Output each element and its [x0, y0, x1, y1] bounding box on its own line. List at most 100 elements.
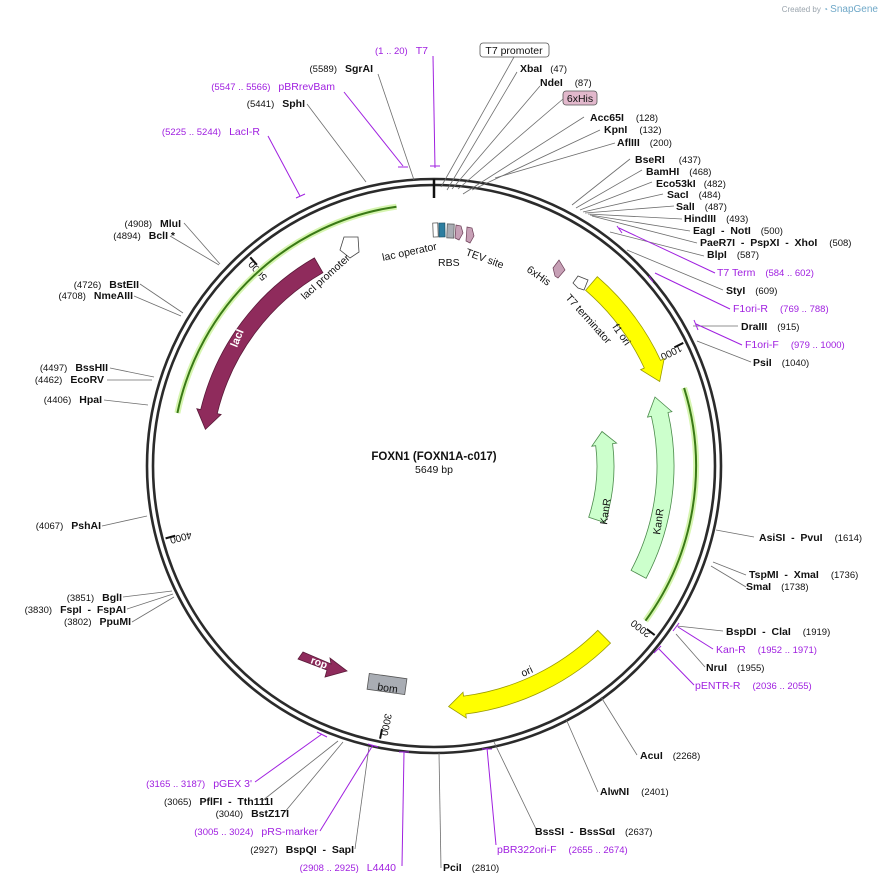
- site-tspmi-xmai[interactable]: TspMI - XmaI(1736): [749, 569, 858, 581]
- site-bspdi-clai[interactable]: BspDI - ClaI(1919): [726, 626, 830, 638]
- label-rop: rop: [309, 655, 329, 672]
- feature-rbs[interactable]: [438, 222, 446, 238]
- feature-f1ori-arc[interactable]: [585, 276, 665, 383]
- site-ndei[interactable]: NdeI(87): [540, 77, 592, 89]
- site-bstz17i[interactable]: (3040)BstZ17I: [216, 808, 289, 820]
- his6-box[interactable]: 6xHis: [562, 90, 598, 106]
- feature-lacI-arc[interactable]: [196, 257, 324, 430]
- primer-l4440[interactable]: (2908 .. 2925)L4440: [300, 862, 397, 874]
- site-afliii[interactable]: AflIII(200): [617, 137, 672, 149]
- feature-lacI-promoter-arrow[interactable]: [339, 236, 360, 259]
- plasmid-size: 5649 bp: [415, 464, 453, 476]
- site-sphi[interactable]: (5441)SphI: [247, 98, 305, 110]
- site-bcli[interactable]: (4894)BclI *: [113, 230, 176, 242]
- site-fspi-fspai[interactable]: (3830)FspI - FspAI: [25, 604, 126, 616]
- ring-tick-4000: [165, 534, 176, 540]
- restriction-sites: XbaI(47) NdeI(87) Acc65I(128) KpnI(132) …: [25, 63, 862, 874]
- ring-tick-label-3000: 3000: [378, 713, 393, 737]
- feature-small-top: [297, 222, 589, 696]
- site-bspqi-sapi[interactable]: (2927)BspQI - SapI: [250, 844, 354, 856]
- site-asisi-pvui[interactable]: AsiSI - PvuI(1614): [759, 532, 862, 544]
- site-alwni[interactable]: AlwNI(2401): [600, 786, 669, 798]
- site-acui[interactable]: AcuI(2268): [640, 750, 700, 762]
- site-ppumi[interactable]: (3802)PpuMI: [64, 616, 131, 628]
- site-pshai[interactable]: (4067)PshAI: [36, 520, 101, 532]
- site-saci[interactable]: SacI(484): [667, 189, 721, 201]
- site-paer7i-pspxi-xhoi[interactable]: PaeR7I - PspXI - XhoI(508): [700, 237, 851, 249]
- primer-f1ori-f[interactable]: F1ori-F(979 .. 1000): [745, 339, 845, 351]
- site-draiii[interactable]: DraIII(915): [741, 321, 799, 333]
- site-hindiii[interactable]: HindIII(493): [684, 213, 748, 225]
- site-kpni[interactable]: KpnI(132): [604, 124, 662, 136]
- primer-pbr322ori-f[interactable]: pBR322ori-F(2655 .. 2674): [497, 844, 628, 856]
- label-ori: ori: [519, 664, 535, 680]
- label-bom: bom: [377, 681, 399, 696]
- ring-tick-3000: [379, 728, 383, 739]
- primer-pentr-r[interactable]: pENTR-R(2036 .. 2055): [695, 680, 812, 692]
- site-ecorv[interactable]: (4462)EcoRV: [35, 374, 104, 386]
- site-psii[interactable]: PsiI(1040): [753, 357, 809, 369]
- feature-rop-arrow[interactable]: [297, 651, 348, 678]
- feature-t7-terminator-arrow[interactable]: [572, 275, 589, 291]
- site-bseri[interactable]: BseRI(437): [635, 154, 701, 166]
- primer-f1ori-r[interactable]: F1ori-R(769 .. 788): [733, 303, 829, 315]
- credit-prefix: Created by: [781, 5, 821, 14]
- site-smai[interactable]: SmaI(1738): [746, 581, 809, 593]
- site-eagi-noti[interactable]: EagI - NotI(500): [693, 225, 783, 237]
- site-bsshii[interactable]: (4497)BssHII: [40, 362, 108, 374]
- label-kanr-outer: KanR: [651, 507, 667, 535]
- site-nmeaiii[interactable]: (4708)NmeAIII: [58, 290, 133, 302]
- site-xbai[interactable]: XbaI(47): [520, 63, 567, 75]
- snapgene-credit: Created by ◔ SnapGene: [782, 4, 878, 15]
- label-kanr-inner: KanR: [598, 497, 614, 525]
- feature-his-block[interactable]: [446, 223, 455, 239]
- site-blpi[interactable]: BlpI(587): [707, 249, 759, 261]
- site-styi[interactable]: StyI(609): [726, 285, 777, 297]
- site-pcii[interactable]: PciI(2810): [443, 862, 499, 874]
- credit-brand: SnapGene: [830, 4, 878, 15]
- label-tev: TEV site: [464, 247, 506, 272]
- site-pflfi-tth111i[interactable]: (3065)PflFI - Tth111I: [164, 796, 273, 808]
- feature-kanr-inner-arc[interactable]: [588, 430, 618, 524]
- primer-leaders: [254, 55, 743, 867]
- site-bsssi[interactable]: BssSI - BssSαI(2637): [535, 826, 652, 838]
- t7-promoter-label: T7 promoter: [485, 45, 543, 57]
- feature-bom[interactable]: [366, 672, 408, 696]
- feature-tev-site[interactable]: [465, 226, 475, 244]
- site-sgrai[interactable]: (5589)SgrAI: [310, 63, 374, 75]
- plasmid-name: FOXN1 (FOXN1A-c017): [371, 451, 496, 463]
- primer-pgex3[interactable]: (3165 .. 3187)pGEX 3': [146, 778, 252, 790]
- feature-his6-arrow[interactable]: [552, 259, 566, 279]
- label-6xhis: 6xHis: [524, 264, 552, 289]
- feature-lacI-promoter-arc[interactable]: [174, 203, 397, 414]
- primer-kan-r[interactable]: Kan-R(1952 .. 1971): [716, 644, 817, 656]
- snapgene-logo-icon: ◔: [823, 5, 828, 14]
- ring-tick-2000: [646, 628, 656, 636]
- feature-ori-arc[interactable]: [447, 629, 612, 719]
- site-eco53ki[interactable]: Eco53kI(482): [656, 178, 726, 190]
- site-nrui[interactable]: NruI(1955): [706, 662, 764, 674]
- site-acc65i[interactable]: Acc65I(128): [590, 112, 658, 124]
- primer-prs-marker[interactable]: (3005 .. 3024)pRS-marker: [194, 826, 318, 838]
- primer-t7-term[interactable]: T7 Term(584 .. 602): [717, 267, 814, 279]
- primer-labels: (1 .. 20)T7 (5547 .. 5566)pBRrevBam (522…: [146, 45, 845, 874]
- label-rbs: RBS: [438, 257, 460, 269]
- primer-laci-r[interactable]: (5225 .. 5244)LacI-R: [162, 126, 260, 138]
- site-bgli[interactable]: (3851)BglI: [67, 592, 122, 604]
- his6-box-label: 6xHis: [567, 93, 593, 105]
- feature-lac-operator[interactable]: [432, 222, 439, 238]
- feature-tev-arrow[interactable]: [454, 224, 464, 241]
- feature-kanr-outer-arc[interactable]: [630, 387, 700, 623]
- ring-tick-5000: [249, 256, 258, 266]
- site-bamhi[interactable]: BamHI(468): [646, 166, 711, 178]
- ring-tick-label-1000: 1000: [658, 342, 683, 362]
- site-hpai[interactable]: (4406)HpaI: [44, 394, 102, 406]
- site-sali[interactable]: SalI(487): [676, 201, 727, 213]
- site-bsteii[interactable]: (4726)BstEII: [74, 279, 139, 291]
- site-mlui[interactable]: (4908)MluI: [125, 218, 182, 230]
- primer-t7[interactable]: (1 .. 20)T7: [375, 45, 428, 57]
- ring-tick-label-4000: 4000: [168, 529, 193, 546]
- primer-pbrrevbam[interactable]: (5547 .. 5566)pBRrevBam: [211, 81, 335, 93]
- t7-promoter-box[interactable]: T7 promoter: [479, 42, 550, 58]
